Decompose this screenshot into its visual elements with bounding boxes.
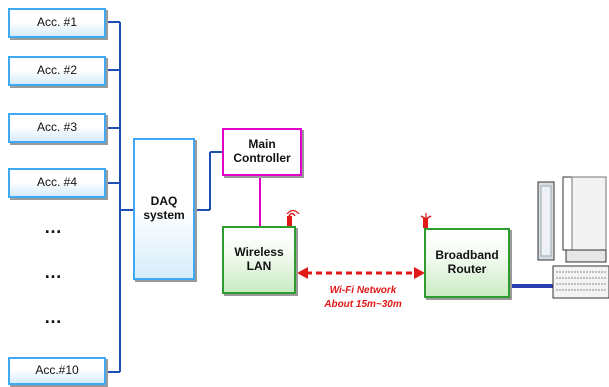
main-controller-line2: Controller xyxy=(233,152,290,166)
wifi-label-line2: About 15m~30m xyxy=(311,298,415,312)
accelerometer-box: Acc. #4 xyxy=(8,168,106,198)
wireless-lan-line2: LAN xyxy=(247,260,272,274)
accelerometer-label: Acc.#10 xyxy=(35,364,78,378)
ellipsis: … xyxy=(44,218,63,236)
main-controller-box: Main Controller xyxy=(222,128,302,176)
wifi-link xyxy=(297,267,425,279)
daq-label-line1: DAQ xyxy=(151,195,178,209)
accelerometer-box: Acc. #1 xyxy=(8,8,106,38)
main-controller-line1: Main xyxy=(248,138,275,152)
wireless-lan-box: Wireless LAN xyxy=(222,226,296,294)
daq-label-line2: system xyxy=(143,209,184,223)
daq-system-box: DAQ system xyxy=(133,138,195,280)
accelerometer-label: Acc. #4 xyxy=(37,176,77,190)
router-line1: Broadband xyxy=(435,249,498,263)
accelerometer-box: Acc.#10 xyxy=(8,357,106,385)
accelerometer-box: Acc. #2 xyxy=(8,56,106,86)
antenna-icon xyxy=(421,213,431,228)
accelerometer-box: Acc. #3 xyxy=(8,113,106,143)
antenna-icon xyxy=(287,211,299,227)
desktop-computer-icon xyxy=(538,177,609,298)
router-line2: Router xyxy=(448,263,487,277)
ellipsis: … xyxy=(44,308,63,326)
wifi-network-label: Wi-Fi Network About 15m~30m xyxy=(311,284,415,311)
accelerometer-label: Acc. #1 xyxy=(37,16,77,30)
wireless-lan-line1: Wireless xyxy=(234,246,283,260)
accelerometer-label: Acc. #2 xyxy=(37,64,77,78)
ellipsis: … xyxy=(44,263,63,281)
broadband-router-box: Broadband Router xyxy=(424,228,510,298)
accelerometer-label: Acc. #3 xyxy=(37,121,77,135)
wifi-label-line1: Wi-Fi Network xyxy=(311,284,415,298)
